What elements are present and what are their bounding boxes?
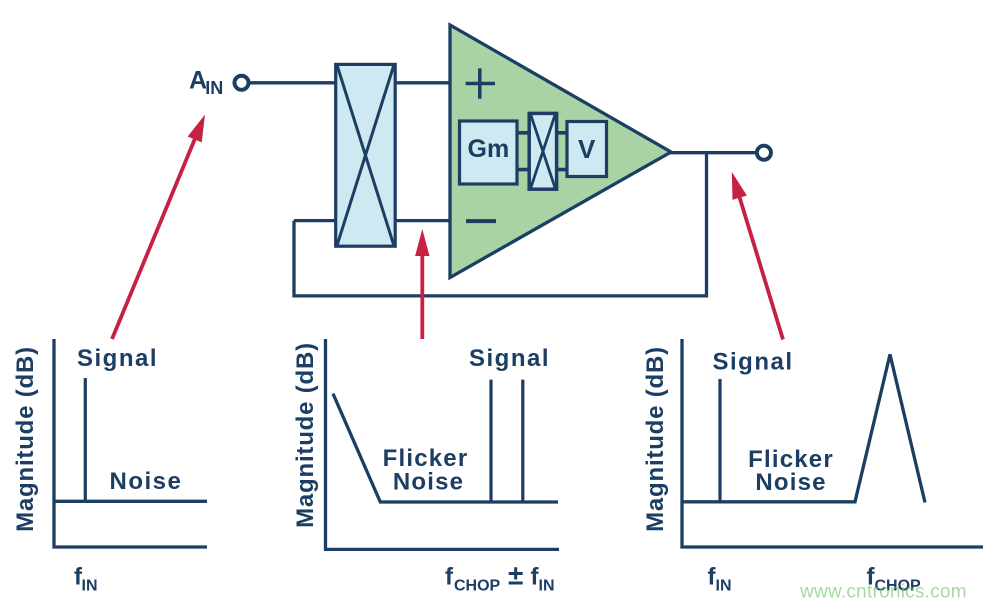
svg-text:Magnitude (dB): Magnitude (dB)	[12, 346, 39, 532]
svg-text:IN: IN	[716, 578, 732, 595]
svg-text:A: A	[189, 66, 207, 94]
svg-text:www.cntronics.com: www.cntronics.com	[799, 582, 967, 603]
svg-text:f: f	[531, 564, 540, 591]
svg-text:Magnitude (dB): Magnitude (dB)	[642, 346, 669, 532]
svg-text:Noise: Noise	[393, 469, 464, 496]
svg-text:Signal: Signal	[713, 349, 794, 376]
svg-text:Noise: Noise	[110, 468, 183, 495]
svg-text:Noise: Noise	[755, 469, 826, 496]
svg-text:Signal: Signal	[469, 345, 550, 372]
svg-text:IN: IN	[82, 578, 98, 595]
svg-text:V: V	[578, 134, 596, 164]
svg-text:IN: IN	[205, 78, 223, 98]
svg-text:f: f	[708, 564, 717, 591]
svg-text:Flicker: Flicker	[383, 445, 469, 472]
svg-text:CHOP: CHOP	[454, 578, 501, 595]
svg-text:f: f	[867, 564, 876, 591]
svg-text:±: ±	[508, 560, 523, 591]
svg-text:Magnitude (dB): Magnitude (dB)	[292, 342, 319, 528]
svg-text:IN: IN	[539, 578, 555, 595]
svg-text:Flicker: Flicker	[748, 446, 834, 473]
svg-text:Signal: Signal	[77, 345, 158, 372]
svg-text:Gm: Gm	[468, 135, 510, 163]
svg-text:f: f	[445, 564, 454, 591]
svg-text:CHOP: CHOP	[875, 578, 922, 595]
svg-text:f: f	[74, 564, 83, 591]
